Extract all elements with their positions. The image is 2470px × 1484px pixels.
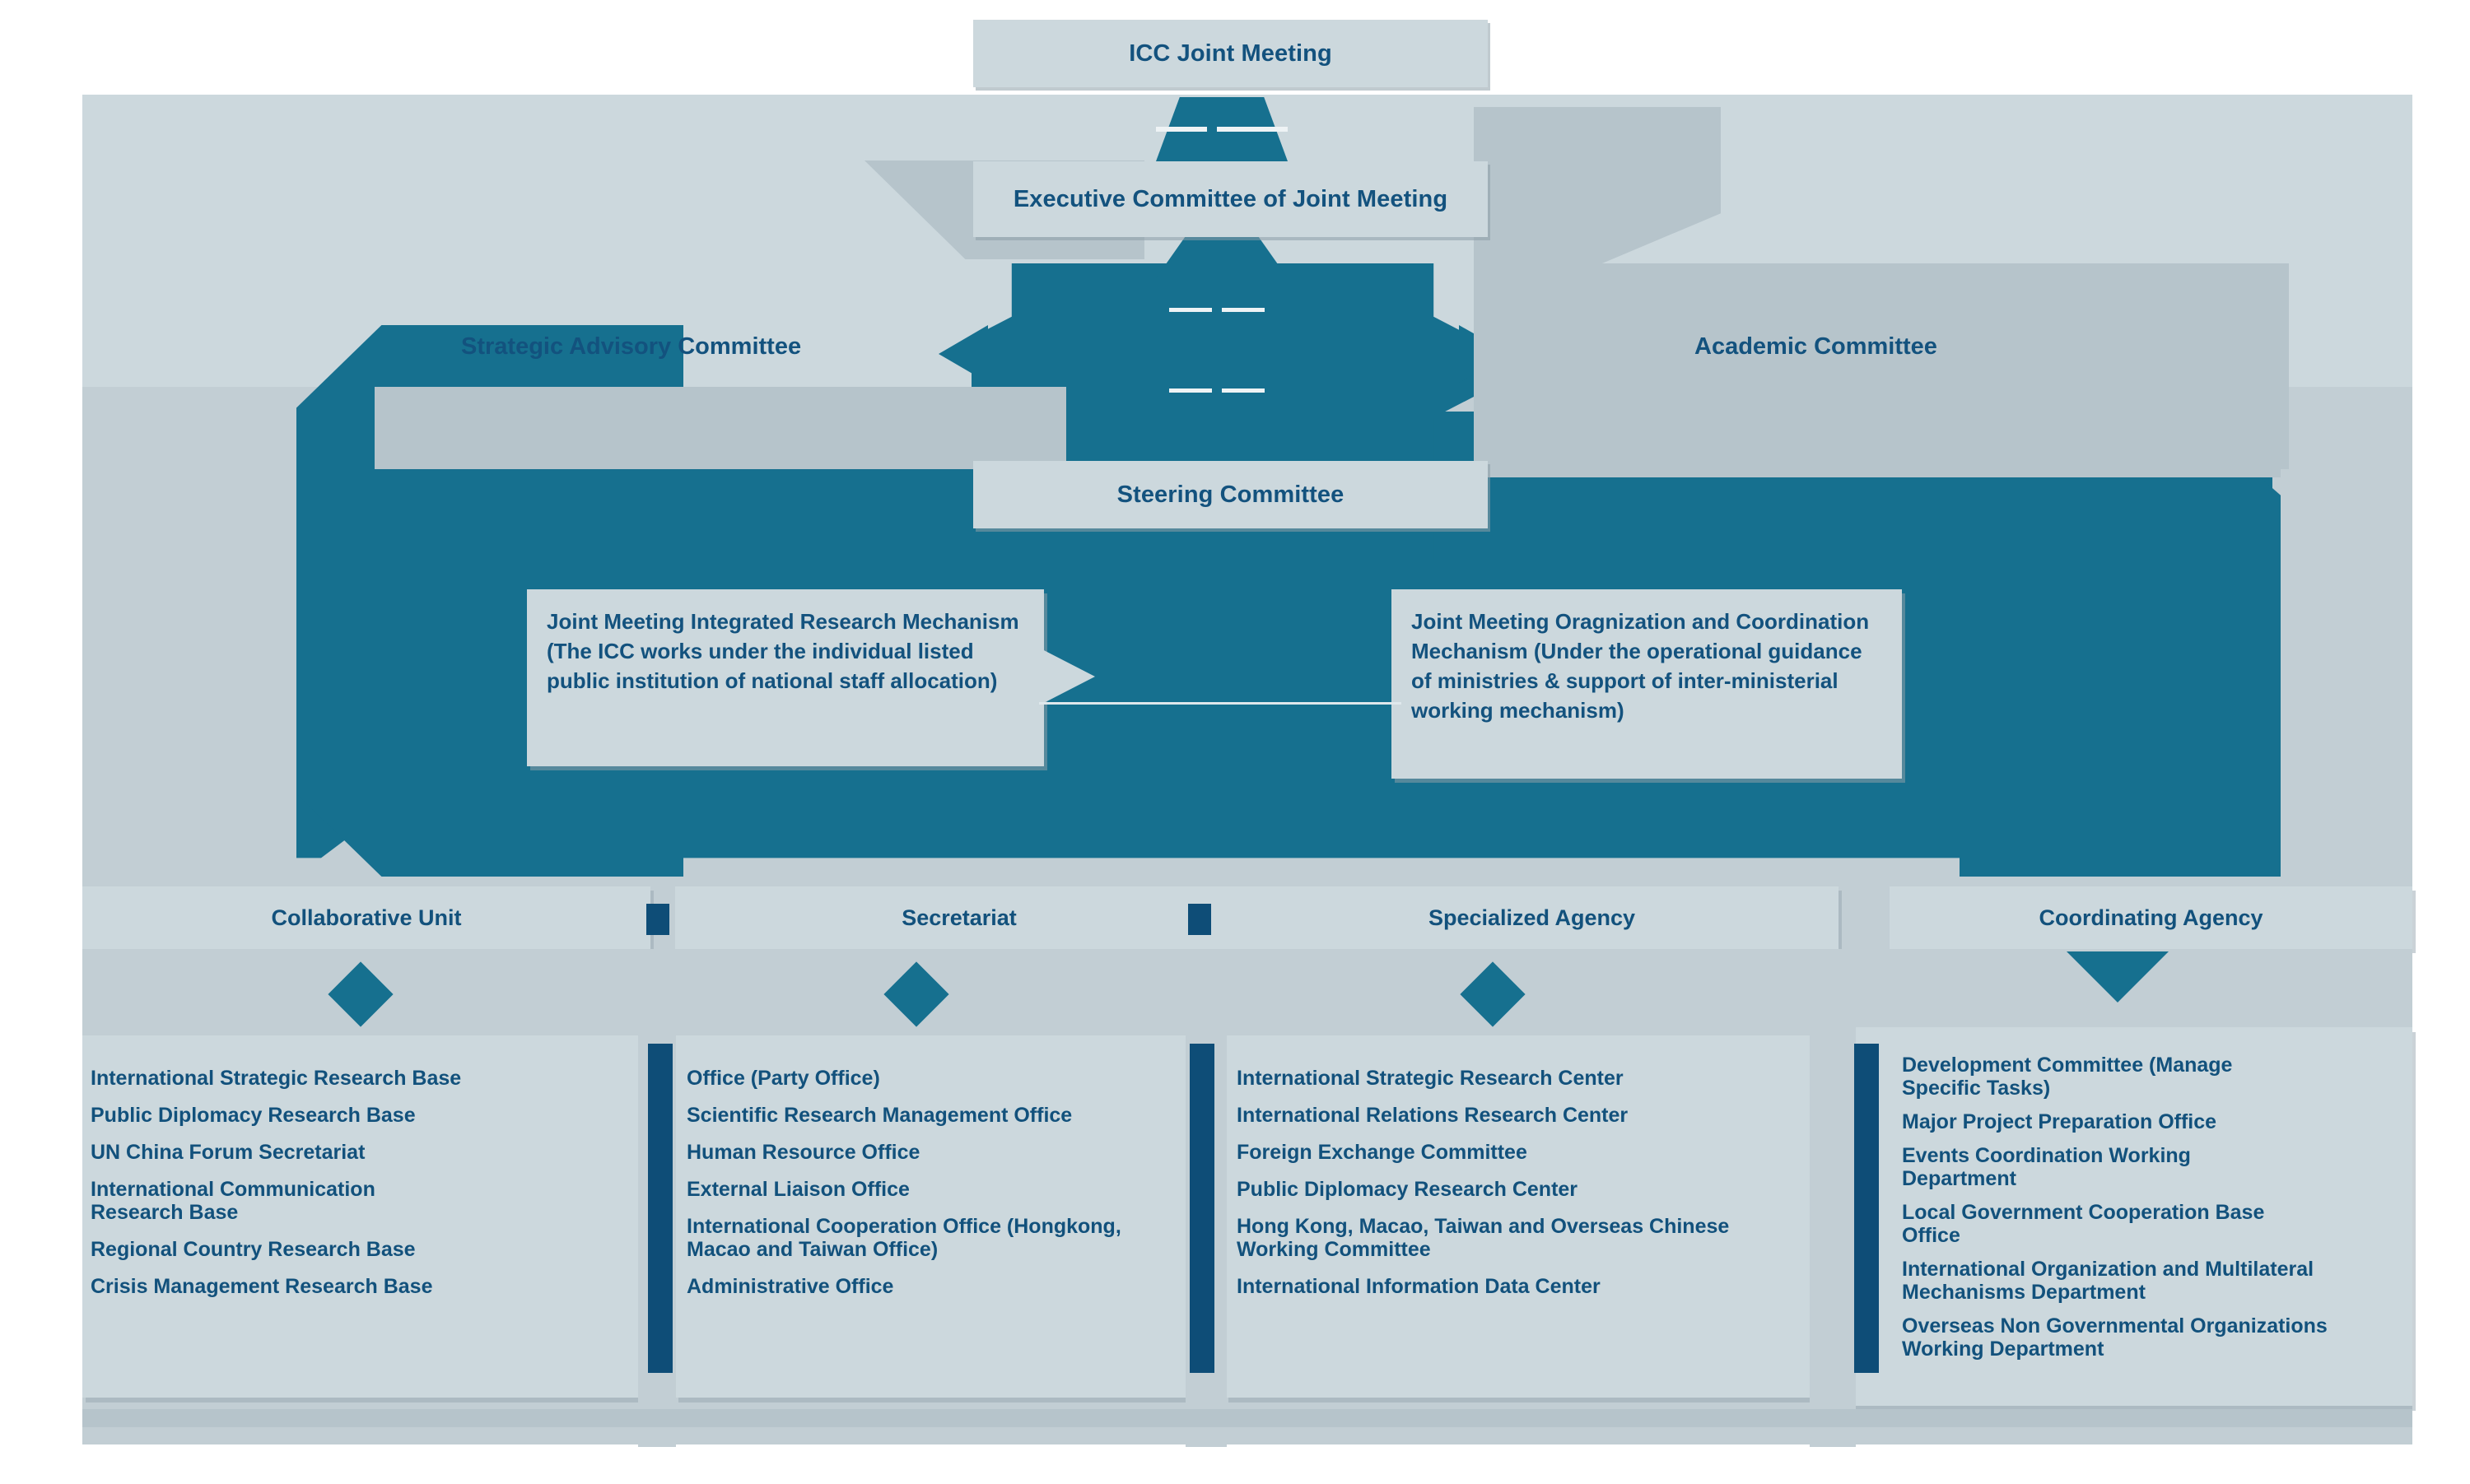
list-item[interactable]: Development Committee (Manage Specific T… — [1902, 1054, 2233, 1100]
column-header-secretariat[interactable]: Secretariat — [675, 886, 1243, 949]
column-header-label: Secretariat — [902, 905, 1017, 930]
column-header-collaborative-unit[interactable]: Collaborative Unit — [82, 886, 650, 949]
list-panel-collaborative-unit: International Strategic Research Base Pu… — [82, 1035, 638, 1398]
connector-dash-icc-left — [1156, 127, 1207, 132]
node-label: Academic Committee — [1694, 333, 1937, 360]
node-label: Steering Committee — [1116, 481, 1345, 508]
gutter-3 — [1810, 949, 1856, 1447]
marker-triangle-coordinating-agency — [2067, 951, 2169, 1003]
list-item[interactable]: UN China Forum Secretariat — [91, 1141, 366, 1164]
list-item[interactable]: Human Resource Office — [687, 1141, 920, 1164]
list-panel-specialized-agency: International Strategic Research Center … — [1225, 1035, 1810, 1398]
list-secretariat: Office (Party Office) Scientific Researc… — [687, 1067, 1169, 1298]
list-item[interactable]: Hong Kong, Macao, Taiwan and Overseas Ch… — [1237, 1215, 1730, 1261]
list-rail-coordinating-agency-top — [1854, 1044, 1879, 1373]
list-coordinating-agency: Development Committee (Manage Specific T… — [1902, 1054, 2396, 1361]
header-separator-tick-2 — [1188, 904, 1211, 935]
list-item[interactable]: International Cooperation Office (Hongko… — [687, 1215, 1121, 1261]
mechanism-left-text: Joint Meeting Integrated Research Mechan… — [547, 609, 1019, 693]
node-executive-committee[interactable]: Executive Committee of Joint Meeting — [973, 161, 1488, 237]
node-academic-committee[interactable]: Academic Committee — [1694, 333, 1937, 361]
list-rail-secretariat-top — [648, 1044, 673, 1373]
node-steering-committee[interactable]: Steering Committee — [973, 461, 1488, 528]
list-item[interactable]: Foreign Exchange Committee — [1237, 1141, 1527, 1164]
list-item[interactable]: International Strategic Research Center — [1237, 1067, 1624, 1090]
list-item[interactable]: International Communication Research Bas… — [91, 1178, 375, 1224]
node-strategic-advisory-committee[interactable]: Strategic Advisory Committee — [461, 333, 801, 361]
marker-diamond-specialized-agency — [1460, 961, 1526, 1027]
list-item[interactable]: Local Government Cooperation Base Office — [1902, 1201, 2265, 1247]
mechanism-right-text: Joint Meeting Oragnization and Coordinat… — [1411, 609, 1870, 723]
column-header-coordinating-agency[interactable]: Coordinating Agency — [1890, 886, 2412, 949]
list-item[interactable]: International Organization and Multilate… — [1902, 1258, 2314, 1304]
list-panel-secretariat: Office (Party Office) Scientific Researc… — [675, 1035, 1186, 1398]
wing-left-lower-grey — [375, 387, 1066, 469]
column-header-specialized-agency[interactable]: Specialized Agency — [1225, 886, 1839, 949]
list-item[interactable]: Scientific Research Management Office — [687, 1104, 1073, 1127]
header-separator-tick-1 — [646, 904, 669, 935]
core-divider-dash-top-left — [1169, 308, 1212, 312]
connector-dash-icc-right — [1217, 127, 1288, 132]
mechanism-link-line — [1039, 702, 1401, 705]
list-panel-coordinating-agency: Development Committee (Manage Specific T… — [1852, 1027, 2412, 1406]
list-item[interactable]: Overseas Non Governmental Organizations … — [1902, 1314, 2328, 1361]
list-specialized-agency: International Strategic Research Center … — [1237, 1067, 1793, 1298]
list-rail-specialized-agency-top — [1190, 1044, 1214, 1373]
list-item[interactable]: Crisis Management Research Base — [91, 1275, 433, 1298]
band-under-headers — [82, 949, 2412, 1035]
list-item[interactable]: Events Coordination Working Department — [1902, 1144, 2191, 1190]
list-item[interactable]: Public Diplomacy Research Base — [91, 1104, 416, 1127]
list-item[interactable]: Major Project Preparation Office — [1902, 1110, 2217, 1133]
marker-diamond-collaborative-unit — [328, 961, 394, 1027]
list-item[interactable]: External Liaison Office — [687, 1178, 910, 1201]
list-item[interactable]: International Strategic Research Base — [91, 1067, 462, 1090]
column-header-label: Coordinating Agency — [2039, 905, 2263, 930]
core-divider-dash-bottom-right — [1222, 388, 1265, 393]
node-label: ICC Joint Meeting — [1129, 40, 1332, 67]
list-item[interactable]: Public Diplomacy Research Center — [1237, 1178, 1578, 1201]
column-header-label: Specialized Agency — [1428, 905, 1636, 930]
bottom-shadow-strip — [82, 1409, 2412, 1427]
node-icc-joint-meeting[interactable]: ICC Joint Meeting — [973, 20, 1488, 87]
core-divider-dash-top-right — [1222, 308, 1265, 312]
list-item[interactable]: International Information Data Center — [1237, 1275, 1601, 1298]
marker-diamond-secretariat — [883, 961, 949, 1027]
wing-right-diagonal-grey — [2132, 263, 2289, 469]
chevron-right-arm — [1960, 412, 2281, 877]
column-header-label: Collaborative Unit — [271, 905, 462, 930]
node-label: Strategic Advisory Committee — [461, 333, 802, 360]
mechanism-box-left[interactable]: Joint Meeting Integrated Research Mechan… — [527, 589, 1044, 766]
core-divider-dash-bottom-left — [1169, 388, 1212, 393]
node-label: Executive Committee of Joint Meeting — [1013, 185, 1448, 212]
list-item[interactable]: Administrative Office — [687, 1275, 894, 1298]
wing-right-lower-grey — [1474, 263, 2157, 387]
mechanism-box-right[interactable]: Joint Meeting Oragnization and Coordinat… — [1391, 589, 1902, 779]
list-item[interactable]: Office (Party Office) — [687, 1067, 880, 1090]
list-collaborative-unit: International Strategic Research Base Pu… — [91, 1067, 622, 1298]
list-item[interactable]: International Relations Research Center — [1237, 1104, 1629, 1127]
list-item[interactable]: Regional Country Research Base — [91, 1238, 416, 1261]
